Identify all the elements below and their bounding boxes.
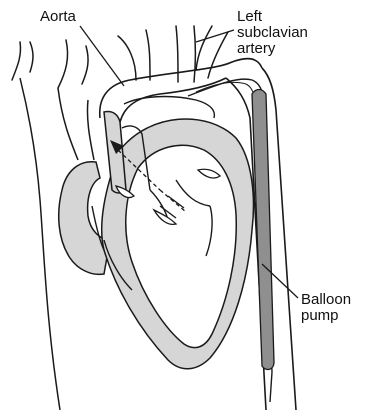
heart-walls	[59, 111, 254, 368]
aorta-label-text: Aorta	[40, 9, 76, 25]
balloon-pump-line-2: pump	[301, 308, 351, 324]
subclavian-leader	[196, 30, 234, 42]
aorta-label: Aorta	[40, 9, 76, 25]
aortic-branch-vessels	[12, 26, 228, 88]
balloon-icon	[252, 90, 274, 370]
left-subclavian-artery-line-1: Left	[237, 9, 308, 25]
left-subclavian-artery-line-3: artery	[237, 41, 308, 57]
balloon-pump-line-1: Balloon	[301, 292, 351, 308]
left-subclavian-artery-label: Left subclavian artery	[237, 9, 308, 57]
left-subclavian-artery-line-2: subclavian	[237, 25, 308, 41]
balloon-pump-label: Balloon pump	[301, 292, 351, 324]
aorta-leader	[80, 26, 124, 86]
